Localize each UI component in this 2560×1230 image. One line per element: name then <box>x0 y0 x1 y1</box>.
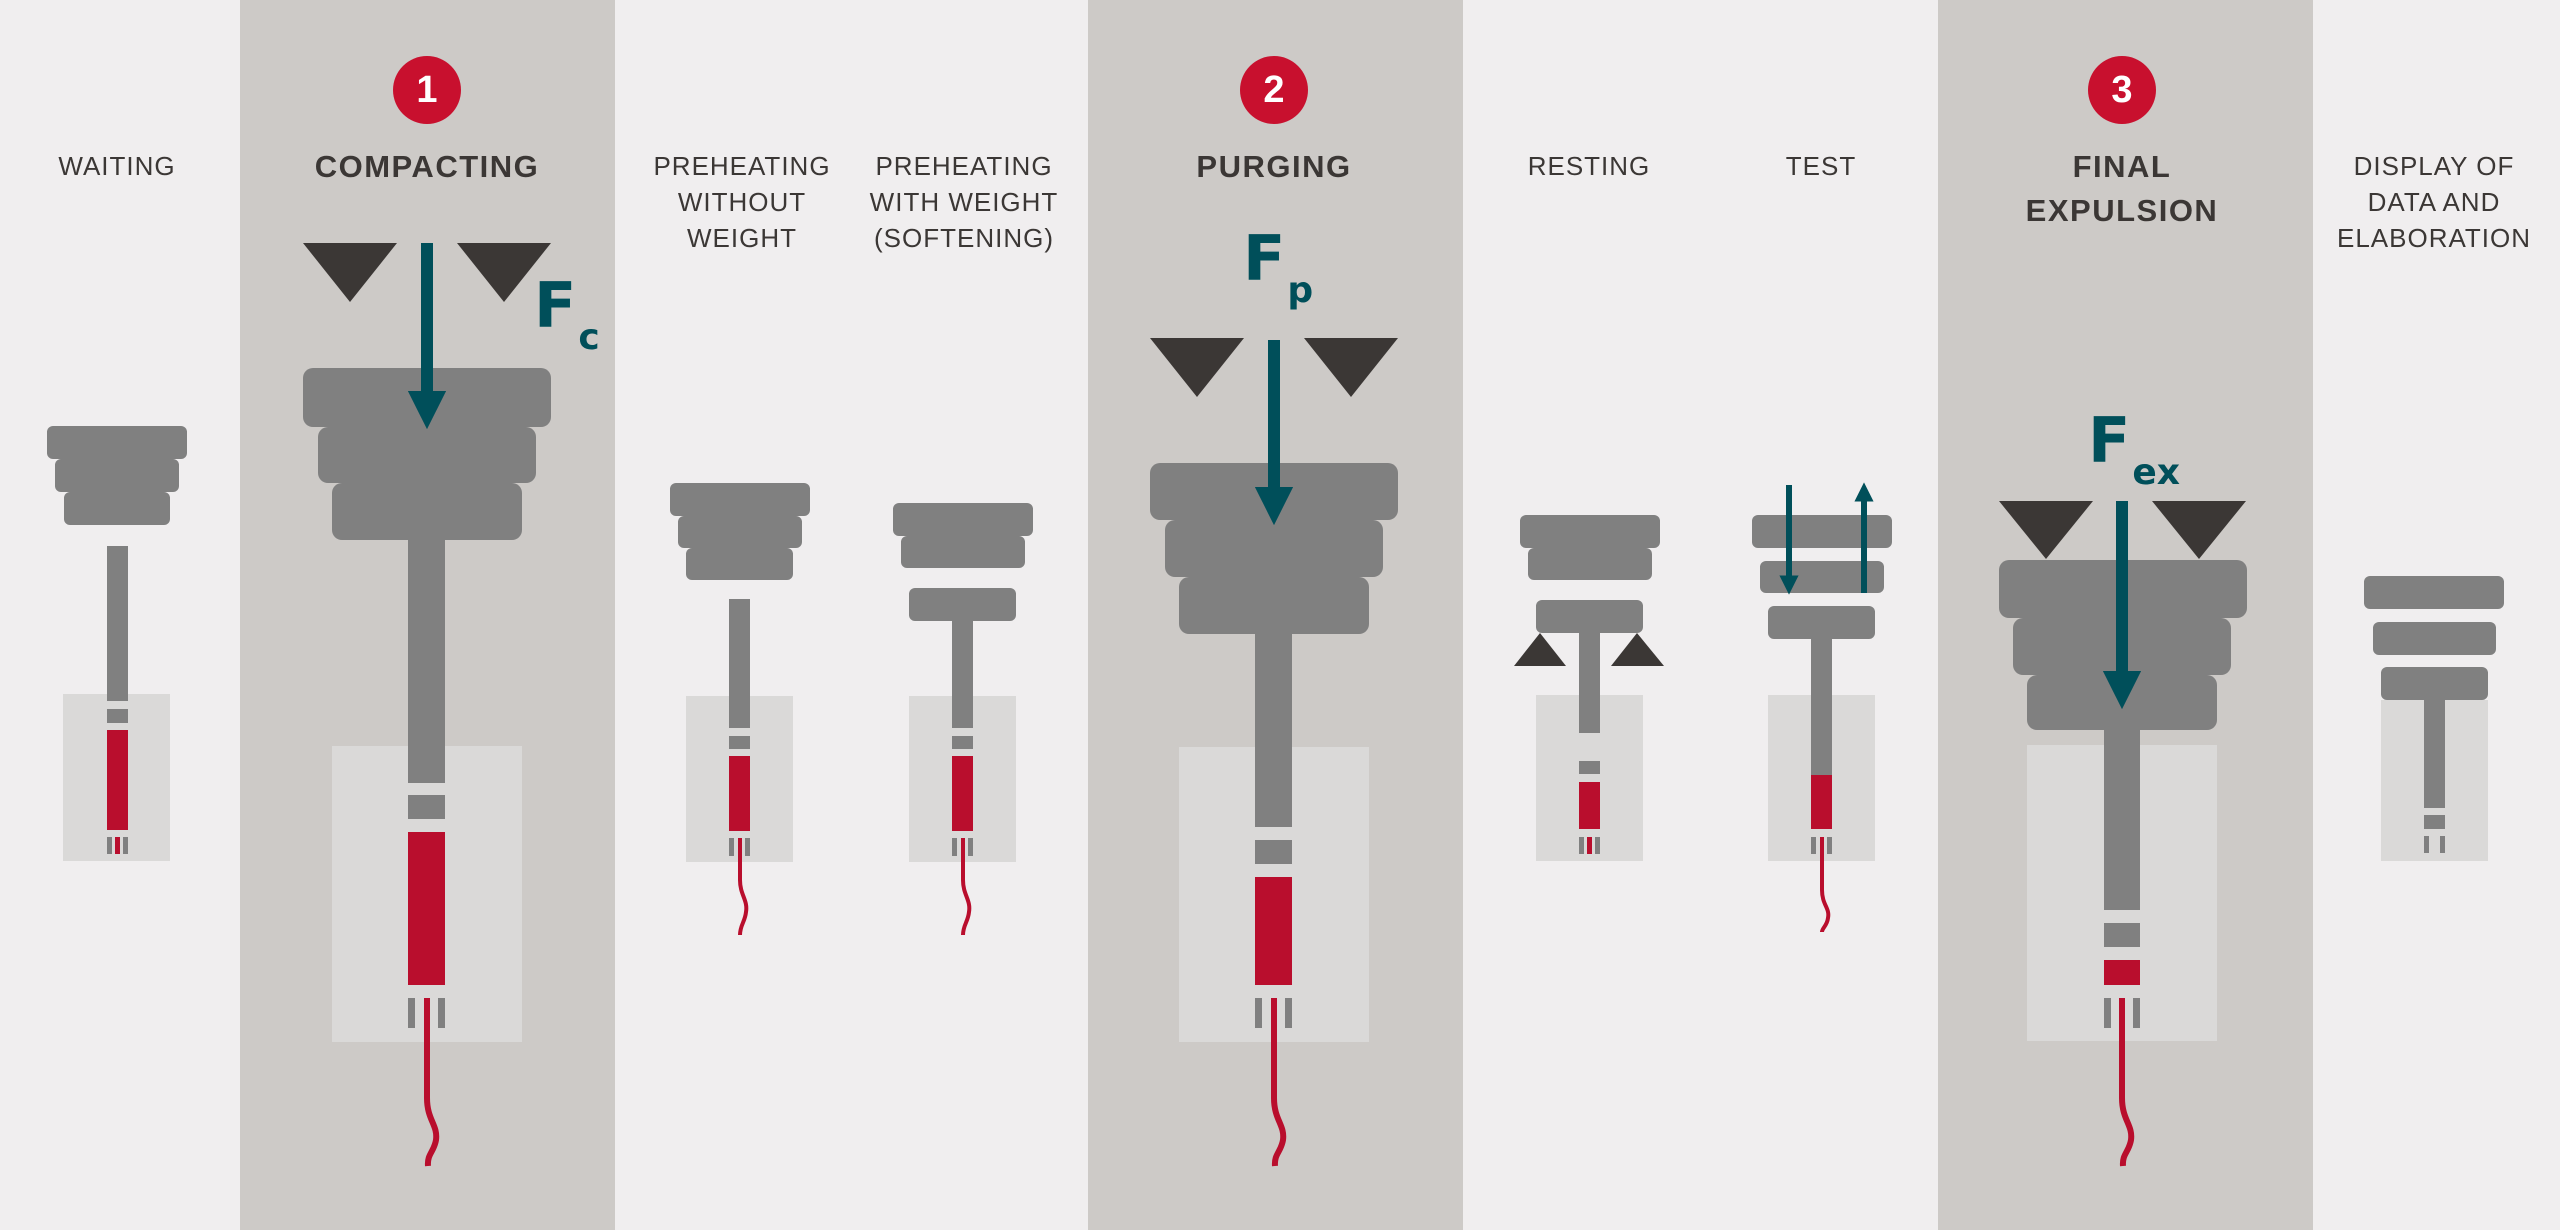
phase-label-preheating-without-weight: PREHEATING WITHOUT WEIGHT <box>653 151 831 253</box>
apparatus-purging <box>1150 338 1398 1167</box>
piston-rod-icon <box>107 546 128 701</box>
sample-icon <box>107 730 128 830</box>
phase-label-waiting: WAITING <box>58 151 176 181</box>
apparatus-test <box>1752 482 1892 933</box>
apparatus-preheating-with-weight <box>893 503 1033 936</box>
force-label-purging: Fp <box>1243 222 1314 312</box>
apparatus-final-expulsion <box>1999 501 2247 1167</box>
extrudate-icon <box>424 998 440 1167</box>
anvil-icon <box>303 243 397 302</box>
weight-icon <box>47 426 187 459</box>
phase-label-final-expulsion: FINAL EXPULSION <box>2025 149 2219 228</box>
force-label-final-expulsion: Fex <box>2088 404 2180 494</box>
step-badge-1: 1 <box>393 56 461 124</box>
step-badge-2: 2 <box>1240 56 1308 124</box>
phase-label-resting: RESTING <box>1527 151 1651 181</box>
force-label-compacting: Fc <box>534 269 600 359</box>
column-display <box>2313 0 2560 1230</box>
step-badge-3: 3 <box>2088 56 2156 124</box>
apparatus-preheating-without-weight <box>670 483 810 936</box>
phase-label-preheating-with-weight: PREHEATING WITH WEIGHT (SOFTENING) <box>869 151 1059 253</box>
phase-label-test: TEST <box>1785 151 1857 181</box>
support-icon <box>1514 633 1566 666</box>
apparatus-waiting <box>47 426 187 861</box>
apparatus-resting <box>1514 515 1664 861</box>
phase-label-purging: PURGING <box>1196 149 1352 184</box>
apparatus-display-of-data <box>2364 576 2504 861</box>
apparatus-compacting <box>303 243 551 1167</box>
phase-label-display-of-data: DISPLAY OF DATA AND ELABORATION <box>2336 151 2532 253</box>
phase-label-compacting: COMPACTING <box>314 149 540 184</box>
